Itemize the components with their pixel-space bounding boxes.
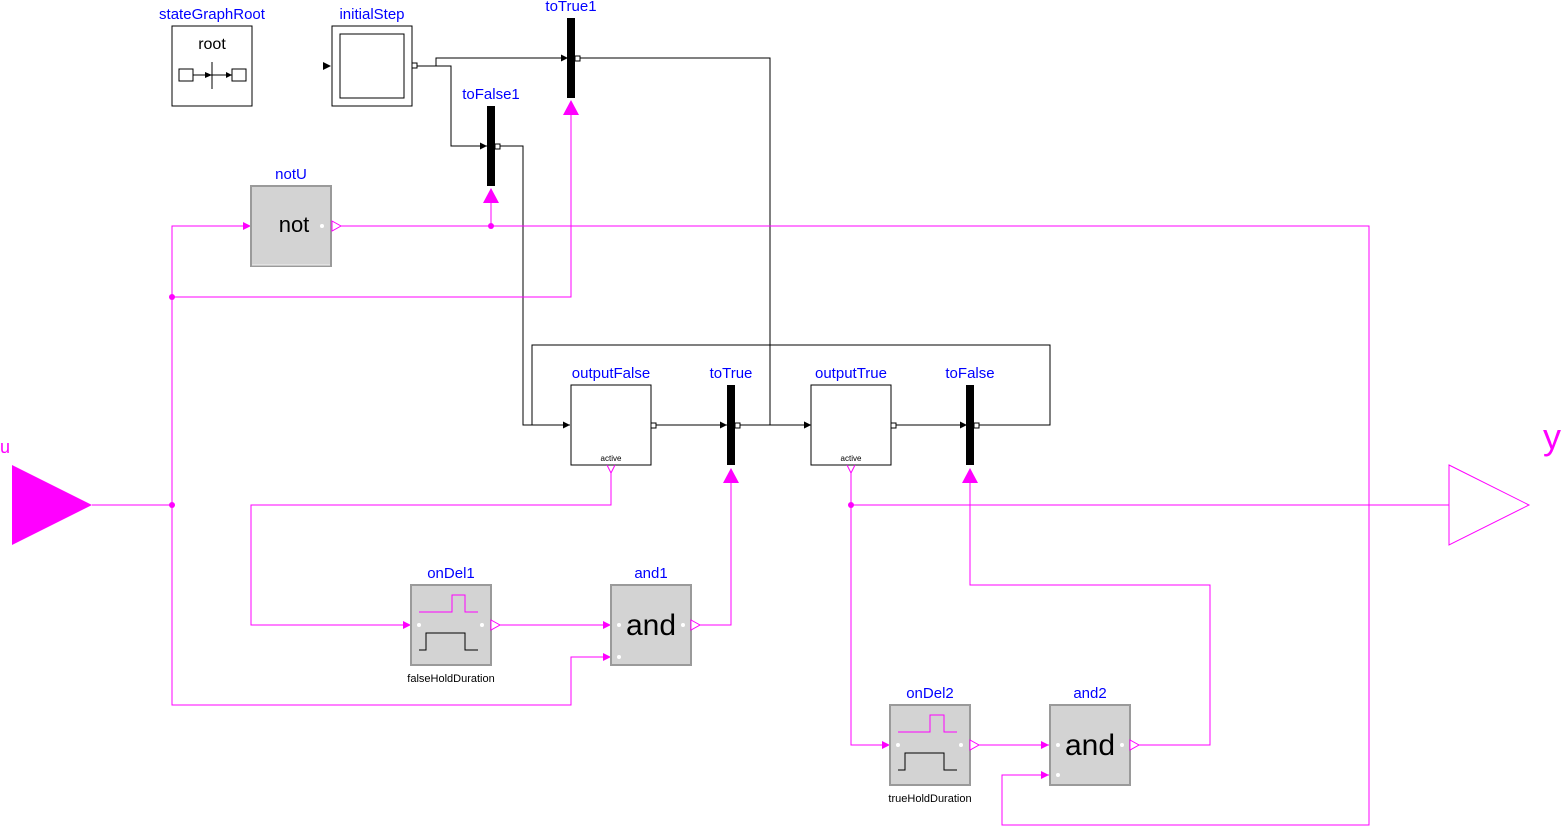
junction-dot [169, 502, 175, 508]
wire-u-up-to-notU [171, 222, 251, 505]
wire-toFalse1-outputFalse [497, 145, 570, 429]
block-text: and [1065, 729, 1115, 762]
and1-block[interactable]: and and1 [610, 565, 702, 666]
block-text: not [279, 212, 310, 237]
initialStep-block[interactable]: initialStep [323, 6, 418, 107]
block-text: root [198, 36, 226, 53]
instance-label: outputTrue [815, 365, 887, 382]
onDel2-block[interactable]: onDel2 trueHoldDuration [888, 685, 981, 805]
junction-dots [169, 223, 854, 508]
instance-label: toTrue1 [545, 0, 596, 15]
parameter-label: trueHoldDuration [888, 793, 971, 805]
junction-dot [848, 502, 854, 508]
instance-label: onDel2 [906, 685, 954, 702]
wire-outputTrue-y [850, 472, 1449, 506]
toFalse-transition[interactable]: toFalse [945, 365, 995, 483]
wire-notU-out [341, 225, 1370, 826]
instance-label: outputFalse [572, 365, 650, 382]
junction-dot [488, 223, 494, 229]
instance-label: initialStep [339, 6, 404, 23]
instance-label: onDel1 [427, 565, 475, 582]
toTrue-transition[interactable]: toTrue [710, 365, 753, 483]
output-triangle-icon [1448, 464, 1531, 546]
wire-and1-toTrue [699, 471, 732, 626]
stateGraphRoot-block[interactable]: root stateGraphRoot [159, 6, 266, 107]
notU-block[interactable]: not notU [250, 166, 343, 267]
onDel1-block[interactable]: onDel1 falseHoldDuration [407, 565, 502, 685]
input-u-port[interactable]: u [0, 437, 92, 545]
instance-label: toTrue [710, 365, 753, 382]
port-label: active [841, 454, 862, 463]
parameter-label: falseHoldDuration [407, 673, 494, 685]
state-wires [415, 54, 1051, 429]
outputTrue-step[interactable]: active outputTrue [810, 365, 897, 475]
toTrue1-transition[interactable]: toTrue1 [545, 0, 597, 115]
wire-outputFalse-onDel1 [250, 472, 612, 629]
instance-label: and2 [1073, 685, 1106, 702]
toFalse1-transition[interactable]: toFalse1 [462, 86, 520, 203]
instance-label: stateGraphRoot [159, 6, 266, 23]
wire-u-toTrue1 [172, 103, 572, 298]
wire-initialStep-toFalse1 [436, 65, 487, 150]
input-triangle-icon [12, 465, 92, 545]
junction-dot [169, 294, 175, 300]
instance-label: toFalse [945, 365, 994, 382]
output-y-port[interactable]: y [1448, 416, 1561, 546]
port-label: active [601, 454, 622, 463]
port-name: u [0, 437, 10, 457]
wire-outputTrue-onDel2 [850, 505, 890, 749]
instance-label: notU [275, 166, 307, 183]
and2-block[interactable]: and and2 [1049, 685, 1141, 786]
block-text: and [626, 609, 676, 642]
wire-and2-toFalse [969, 471, 1211, 746]
outputFalse-step[interactable]: active outputFalse [570, 365, 657, 475]
wire-initialStep-toTrue1 [415, 54, 568, 67]
port-name: y [1543, 416, 1561, 457]
wire-u-and1 [171, 505, 611, 706]
wire-toFalse-outputFalse-loop [531, 344, 1051, 426]
instance-label: toFalse1 [462, 86, 520, 103]
instance-label: and1 [634, 565, 667, 582]
